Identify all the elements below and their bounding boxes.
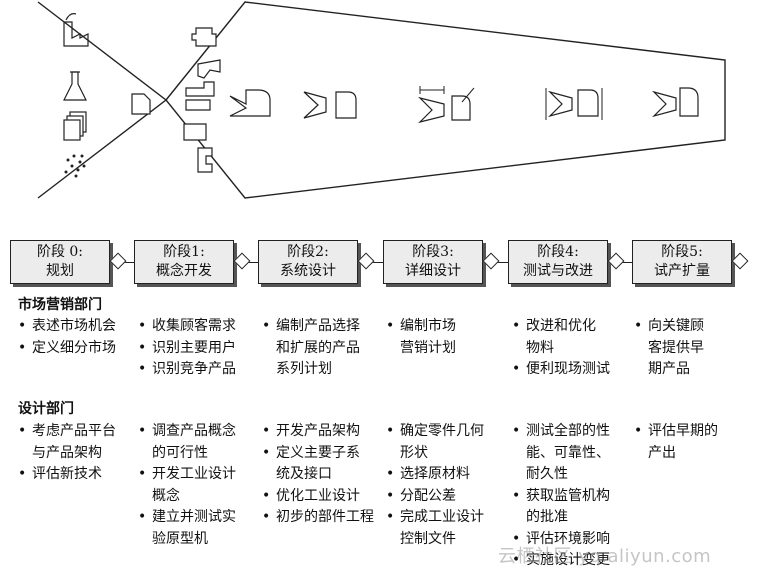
development-funnel-illustration <box>37 1 726 199</box>
marketing-stage-1-activities: 收集顾客需求识别主要用户识别竞争产品 <box>138 316 236 381</box>
stage-2-number: 阶段2: <box>287 244 329 260</box>
stage-0-number: 阶段 0: <box>36 244 84 260</box>
stage-row: 阶段 0: 规划 阶段1: 概念开发 阶段2: 系统设计 阶段3: 详细设计 阶… <box>0 236 762 292</box>
concept-shape-1 <box>191 27 217 47</box>
detail-shape-1 <box>418 96 445 124</box>
concept-shape-7 <box>197 147 213 173</box>
document-icon <box>131 93 151 115</box>
activity-item: 表述市场机会 <box>18 316 116 338</box>
dimension-line-1 <box>419 86 445 94</box>
documents-icon <box>63 111 87 141</box>
stage-4-box: 阶段4: 测试与改进 <box>508 240 608 284</box>
design-stage-3-activities: 确定零件几何形状选择原材料分配公差完成工业设计控制文件 <box>386 421 484 550</box>
production-shape-2 <box>679 87 699 117</box>
activity-item: 定义细分市场 <box>18 338 116 360</box>
activity-item: 评估环境影响 <box>512 529 610 551</box>
stage-4-number: 阶段4: <box>537 244 579 260</box>
activity-item: 实施设计变更 <box>512 550 610 572</box>
stage-5-number: 阶段5: <box>661 244 703 260</box>
test-shape-2 <box>577 89 599 117</box>
activity-item: 初步的部件工程 <box>262 507 374 529</box>
stage-4-gate-diamond <box>607 252 625 270</box>
concept-shape-3 <box>185 81 215 97</box>
stage-5-gate-diamond <box>731 252 749 270</box>
stage-0-gate-diamond <box>109 252 127 270</box>
production-shape-1 <box>651 90 677 118</box>
test-shape-1 <box>547 90 573 118</box>
activity-item: 选择原材料 <box>386 464 484 486</box>
design-stage-1-activities: 调查产品概念的可行性开发工业设计概念建立并测试实验原型机 <box>138 421 236 550</box>
design-stage-0-activities: 考虑产品平台与产品架构评估新技术 <box>18 421 116 486</box>
activity-item: 收集顾客需求 <box>138 316 236 338</box>
stage-2-name: 系统设计 <box>280 263 336 279</box>
stage-2-gate-diamond <box>357 252 375 270</box>
activity-item: 识别主要用户 <box>138 338 236 360</box>
flask-icon <box>63 71 87 101</box>
activity-item: 优化工业设计 <box>262 486 374 508</box>
stage-1-number: 阶段1: <box>163 244 205 260</box>
marketing-stage-4-activities: 改进和优化物料便利现场测试 <box>512 316 610 381</box>
dots-cluster-icon <box>64 154 86 178</box>
design-stage-2-activities: 开发产品架构定义主要子系统及接口优化工业设计初步的部件工程 <box>262 421 374 529</box>
design-dept-title: 设计部门 <box>18 401 74 417</box>
stage-3-number: 阶段3: <box>412 244 454 260</box>
factory-icon <box>63 13 89 47</box>
stage-1-gate-diamond <box>233 252 251 270</box>
dimension-arrow <box>461 87 475 103</box>
detail-shape-2 <box>451 95 471 121</box>
concept-shape-2 <box>197 59 221 79</box>
watermark: 云栖社区 yq.aliyun.com <box>498 546 712 567</box>
marketing-stage-0-activities: 表述市场机会定义细分市场 <box>18 316 116 359</box>
concept-shape-5 <box>185 99 211 111</box>
test-bracket <box>545 88 603 120</box>
stage-3-name: 详细设计 <box>405 263 461 279</box>
concept-shape-4 <box>229 89 271 117</box>
stage-0-name: 规划 <box>46 263 74 279</box>
stage-0-box: 阶段 0: 规划 <box>10 240 110 284</box>
system-shape-2 <box>335 91 357 119</box>
funnel-body-outline <box>165 1 726 199</box>
activity-item: 评估新技术 <box>18 464 116 486</box>
activity-item: 开发产品架构 <box>262 421 374 443</box>
marketing-dept-title: 市场营销部门 <box>18 297 102 313</box>
concept-shape-6 <box>183 123 207 141</box>
activity-item: 便利现场测试 <box>512 359 610 381</box>
stage-1-name: 概念开发 <box>156 263 212 279</box>
stage-3-box: 阶段3: 详细设计 <box>383 240 483 284</box>
stage-3-gate-diamond <box>482 252 500 270</box>
activity-item: 分配公差 <box>386 486 484 508</box>
stage-5-name: 试产扩量 <box>654 263 710 279</box>
stage-1-box: 阶段1: 概念开发 <box>134 240 234 284</box>
stage-connector-line <box>10 262 746 263</box>
stage-4-name: 测试与改进 <box>523 263 593 279</box>
stage-5-box: 阶段5: 试产扩量 <box>632 240 732 284</box>
stage-2-box: 阶段2: 系统设计 <box>258 240 358 284</box>
system-shape-1 <box>303 91 327 119</box>
activity-item: 识别竞争产品 <box>138 359 236 381</box>
